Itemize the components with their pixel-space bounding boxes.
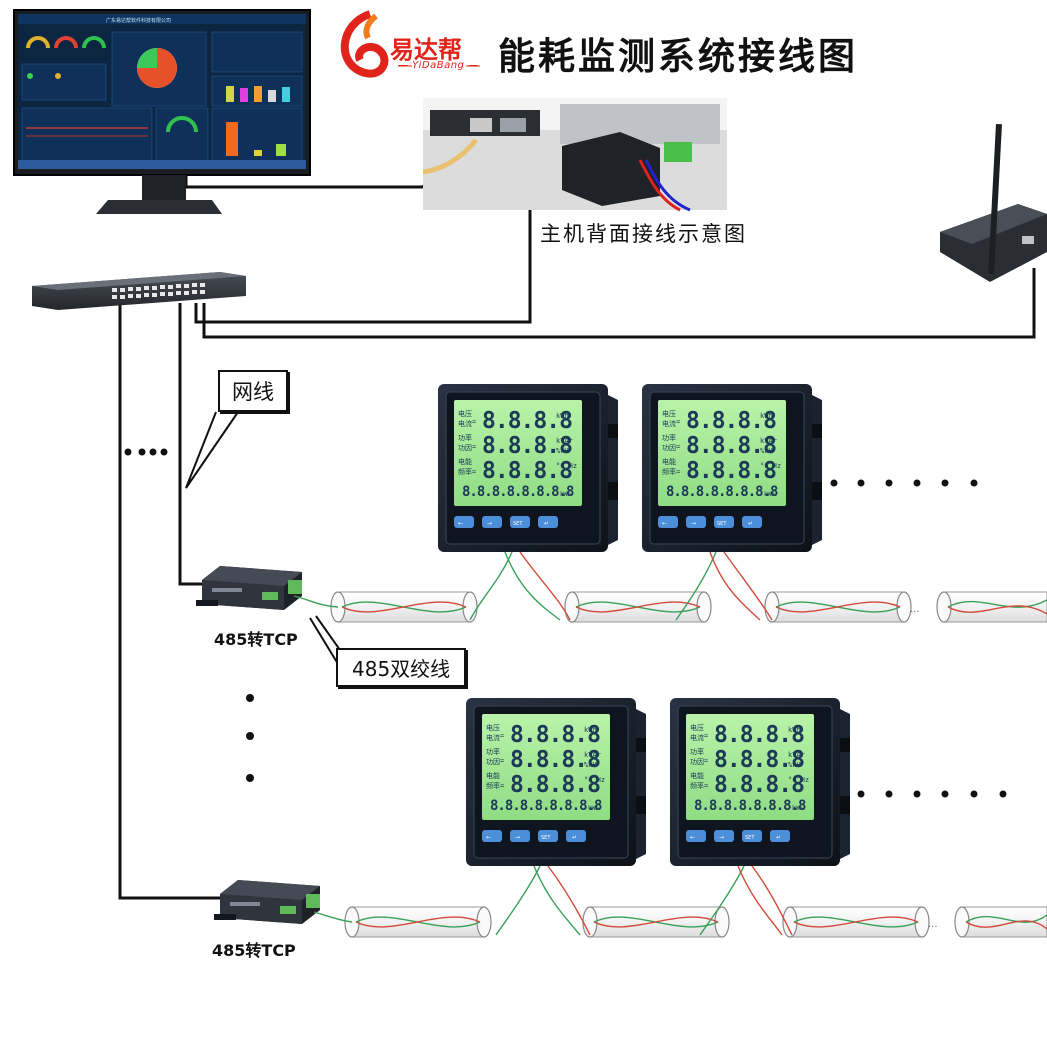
meter-1 [437, 383, 619, 553]
svg-text:...: ... [910, 604, 920, 615]
brand-name: 易达帮 [390, 36, 462, 64]
page-title: 能耗监测系统接线图 [498, 35, 858, 78]
host-caption: 主机背面接线示意图 [540, 222, 747, 246]
continuation-dots [124, 448, 1007, 798]
twisted-pair-callout: 485双绞线 [336, 648, 467, 687]
network-cable-callout: 网线 [218, 370, 288, 412]
meter-3 [465, 697, 647, 867]
yidabang-logo [340, 10, 389, 78]
converter-2-label: 485转TCP [212, 941, 296, 960]
converter-1 [196, 566, 302, 610]
host-back-photo [422, 98, 727, 212]
converter-1-label: 485转TCP [214, 630, 298, 649]
dashboard-company: 广东易达帮软件科技有限公司 [106, 17, 171, 24]
meter-2 [641, 383, 823, 553]
converter-2 [214, 880, 320, 924]
cable-row-1: ... [293, 591, 1047, 623]
wireless-gateway [940, 123, 1047, 282]
brand-english: — YiDaBang — [398, 60, 479, 71]
monitor: 广东易达帮软件科技有限公司 [13, 9, 311, 214]
meter-4 [669, 697, 851, 867]
svg-text:...: ... [928, 919, 938, 930]
network-switch [32, 272, 246, 310]
cable-row-2: ... [313, 906, 1047, 938]
